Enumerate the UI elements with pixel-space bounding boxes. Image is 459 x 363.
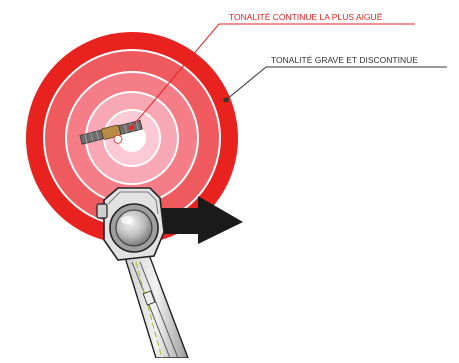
metal-detector-pinpointer-icon	[96, 187, 190, 359]
callout-low-tone: TONALITÉ GRAVE ET DISCONTINUE	[223, 55, 447, 103]
callout-loudest-tone: TONALITÉ CONTINUE LA PLUS AIGUË	[128, 12, 415, 131]
loudest-tone-label: TONALITÉ CONTINUE LA PLUS AIGUË	[229, 12, 383, 22]
right-arrow-icon	[158, 196, 243, 244]
low-tone-label: TONALITÉ GRAVE ET DISCONTINUE	[271, 55, 418, 65]
